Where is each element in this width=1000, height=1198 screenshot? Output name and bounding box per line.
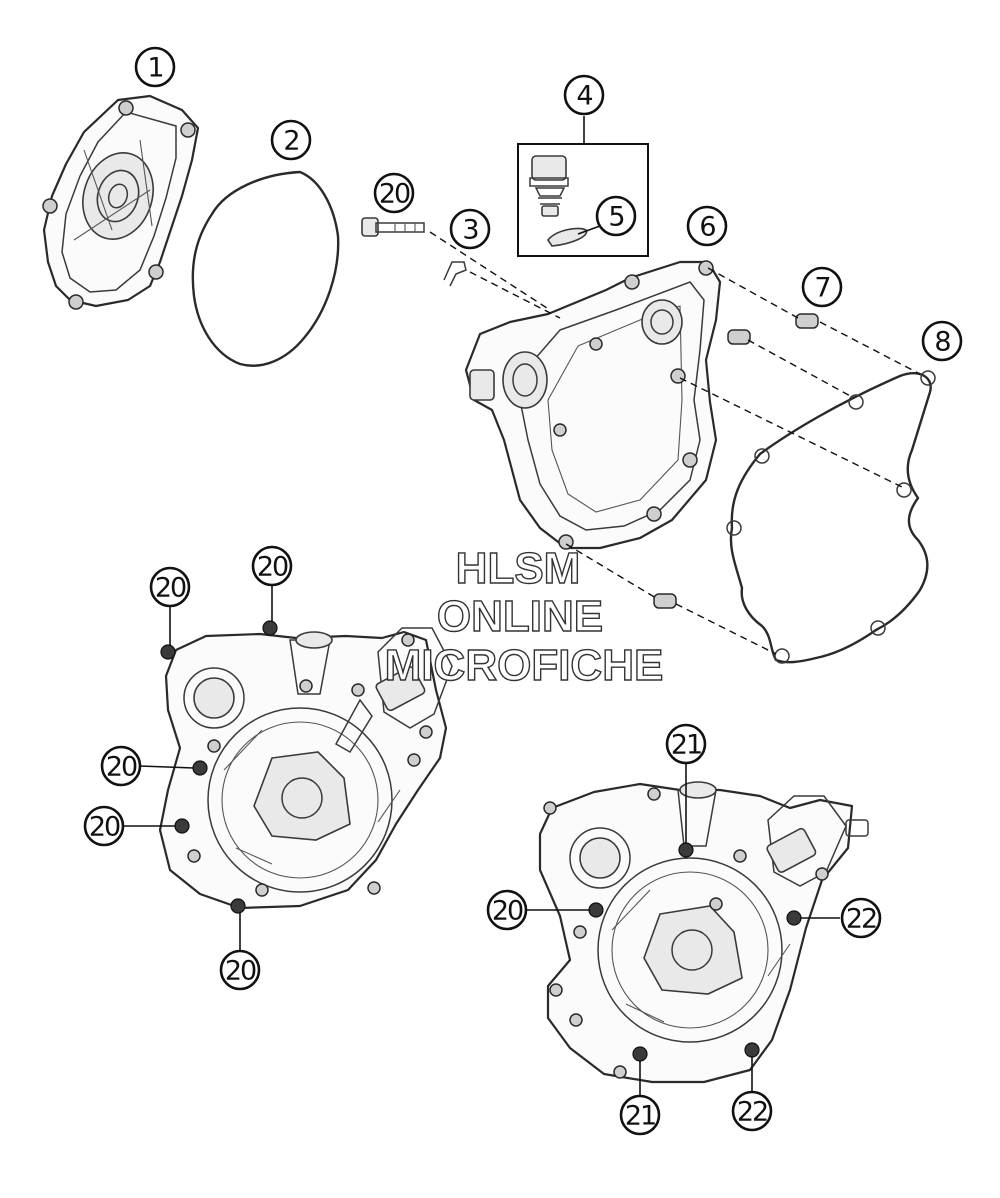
callout-6: 6 — [686, 205, 728, 247]
assembled-cover-left — [158, 620, 453, 914]
callout-3-label: 3 — [462, 215, 478, 246]
watermark-line-3: MICROFICHE — [385, 641, 664, 690]
callout-7-label: 7 — [814, 273, 829, 304]
callout-20-left-top2-label: 20 — [257, 552, 288, 583]
callout-20-bolt-label: 20 — [379, 179, 410, 210]
watermark: HLSM ONLINE MICROFICHE — [384, 543, 664, 690]
callout-3: 3 — [449, 208, 491, 250]
part-8-clutch-cover-gasket — [726, 370, 936, 664]
callout-5: 5 — [595, 195, 637, 237]
callout-6-label: 6 — [699, 212, 715, 243]
callout-2-label: 2 — [283, 126, 298, 157]
callout-20-right: 20 — [486, 889, 528, 931]
callout-leaders — [124, 116, 840, 1096]
callout-7: 7 — [801, 266, 843, 308]
callout-20-left-top2: 20 — [251, 545, 293, 587]
part-6-clutch-cover — [464, 260, 722, 550]
callout-1: 1 — [134, 46, 176, 88]
part-7-dowel-sleeve — [653, 313, 819, 609]
callout-4-label: 4 — [576, 81, 592, 112]
callout-21-bottom: 21 — [619, 1094, 661, 1136]
part-4-kit-box — [517, 143, 649, 257]
callout-20-bolt: 20 — [373, 172, 415, 214]
callout-20-left-mid1: 20 — [100, 745, 142, 787]
callout-21-top: 21 — [665, 723, 707, 765]
callout-20-left-bottom-label: 20 — [225, 956, 256, 987]
callout-22-right: 22 — [840, 897, 882, 939]
part-1-ignition-cover — [42, 94, 200, 310]
callout-20-left-top1-label: 20 — [155, 573, 186, 604]
callout-20-left-mid1-label: 20 — [106, 752, 137, 783]
callout-5-label: 5 — [608, 202, 623, 233]
assembled-cover-right — [538, 781, 869, 1084]
callout-4: 4 — [563, 74, 605, 116]
callout-21-top-label: 21 — [671, 730, 701, 761]
callout-20-left-bottom: 20 — [219, 949, 261, 991]
callout-8: 8 — [921, 320, 963, 362]
assembly-dashed-lines — [429, 231, 921, 655]
callout-22-right-label: 22 — [846, 904, 876, 935]
callout-2: 2 — [270, 119, 312, 161]
watermark-line-2: ONLINE — [437, 592, 603, 641]
part-3-clip — [443, 261, 467, 287]
callout-21-bottom-label: 21 — [625, 1101, 655, 1132]
part-20-bolt — [361, 217, 425, 237]
callout-8-label: 8 — [934, 327, 950, 358]
callout-22-bottom-label: 22 — [737, 1097, 767, 1128]
callout-20-right-label: 20 — [492, 896, 523, 927]
callout-22-bottom: 22 — [731, 1090, 773, 1132]
callout-20-left-mid2: 20 — [83, 805, 125, 847]
part-2-cover-gasket — [191, 170, 340, 367]
part-5-o-ring — [547, 227, 588, 247]
callout-20-left-top1: 20 — [149, 566, 191, 608]
watermark-line-1: HLSM — [456, 544, 581, 593]
callout-1-label: 1 — [147, 53, 162, 84]
callout-20-left-mid2-label: 20 — [89, 812, 120, 843]
